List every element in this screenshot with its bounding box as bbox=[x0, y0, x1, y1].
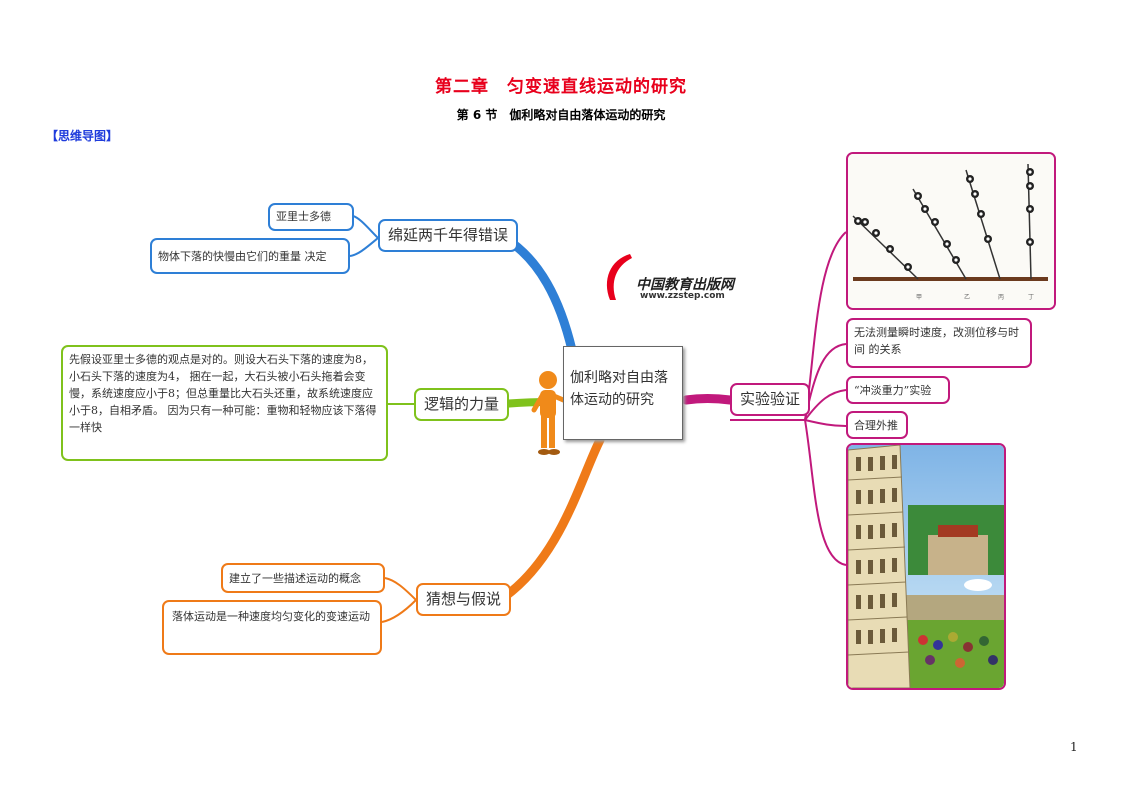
logo-url: www.zzstep.com bbox=[640, 291, 725, 301]
incline-label-c: 丙 bbox=[998, 294, 1004, 301]
leaf-dilute-gravity: “冲淡重力”实验 bbox=[846, 376, 950, 404]
connector-exp-leaf1 bbox=[804, 343, 847, 421]
connector-error-leaf2 bbox=[349, 237, 379, 257]
connector-guess bbox=[495, 435, 605, 605]
presenter-figure-icon bbox=[531, 371, 575, 455]
center-topic: 伽利略对自由落体运动的研究 bbox=[563, 346, 683, 440]
connector-pisa-photo bbox=[804, 419, 847, 566]
leaf-extrapolation: 合理外推 bbox=[846, 411, 908, 439]
connector-exp-leaf3 bbox=[804, 419, 847, 427]
logo-swoosh-icon bbox=[606, 254, 632, 300]
connector-guess-leaf2 bbox=[381, 599, 417, 623]
chapter-title: 第二章 匀变速直线运动的研究 bbox=[435, 77, 687, 97]
incline-experiment-image: 甲 乙 丙 丁 bbox=[846, 152, 1056, 310]
leaning-tower-image bbox=[846, 443, 1006, 690]
incline-label-b: 乙 bbox=[964, 294, 970, 301]
mindmap-label: 【思维导图】 bbox=[46, 129, 119, 143]
branch-error: 绵延两千年得错误 bbox=[378, 219, 519, 252]
leaf-aristotle: 亚里士多德 bbox=[268, 203, 354, 231]
incline-drawing: 甲 乙 丙 丁 bbox=[848, 154, 1054, 308]
section-title: 第 6 节 伽利略对自由落体运动的研究 bbox=[456, 108, 666, 122]
branch-experiment: 实验验证 bbox=[730, 383, 811, 416]
connector-guess-leaf1 bbox=[384, 577, 417, 601]
connector-error bbox=[500, 233, 577, 355]
leaf-weight-decides: 物体下落的快慢由它们的重量 决定 bbox=[150, 238, 350, 274]
page-number: 1 bbox=[1070, 740, 1078, 754]
connector-exp-leaf2 bbox=[804, 389, 847, 421]
branch-logic: 逻辑的力量 bbox=[414, 388, 510, 421]
incline-label-d: 丁 bbox=[1028, 294, 1034, 301]
incline-label-a: 甲 bbox=[916, 294, 922, 301]
pisa-drawing bbox=[848, 445, 1004, 688]
leaf-measure-displacement: 无法测量瞬时速度，改测位移与时间 的关系 bbox=[846, 318, 1032, 368]
leaf-concepts: 建立了一些描述运动的概念 bbox=[221, 563, 385, 593]
leaf-logic-argument: 先假设亚里士多德的观点是对的。则设大石头下落的速度为8，小石头下落的速度为4， … bbox=[61, 345, 388, 461]
connector-experiment bbox=[681, 394, 735, 405]
logo-name: 中国教育出版网 bbox=[636, 277, 734, 293]
branch-guess: 猜想与假说 bbox=[416, 583, 512, 616]
connector-error-leaf1 bbox=[352, 215, 379, 239]
leaf-uniform-change: 落体运动是一种速度均匀变化的变速运动 bbox=[162, 600, 382, 655]
